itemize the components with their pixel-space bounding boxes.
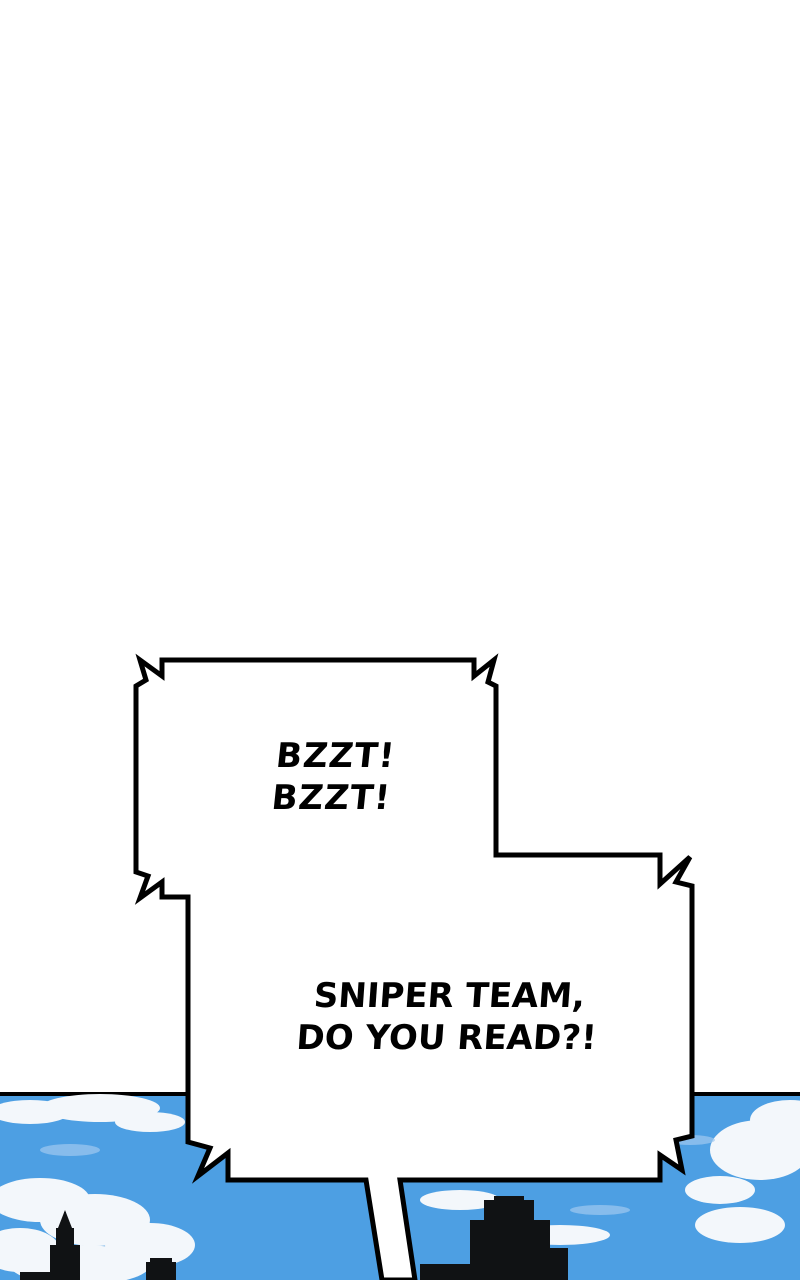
sfx-line: BZZT! (269, 778, 393, 818)
dialogue-text: SNIPER TEAM, DO YOU READ?! (295, 975, 601, 1059)
speech-bubble-jagged (133, 653, 695, 1280)
dialogue-line: DO YOU READ?! (295, 1018, 598, 1058)
city-skyline (20, 1196, 568, 1280)
sfx-text: BZZT! BZZT! (270, 735, 398, 819)
speech-bubble-tail (370, 1176, 396, 1184)
sfx-line: BZZT! (274, 736, 398, 776)
dialogue-line: SNIPER TEAM, (312, 976, 587, 1016)
